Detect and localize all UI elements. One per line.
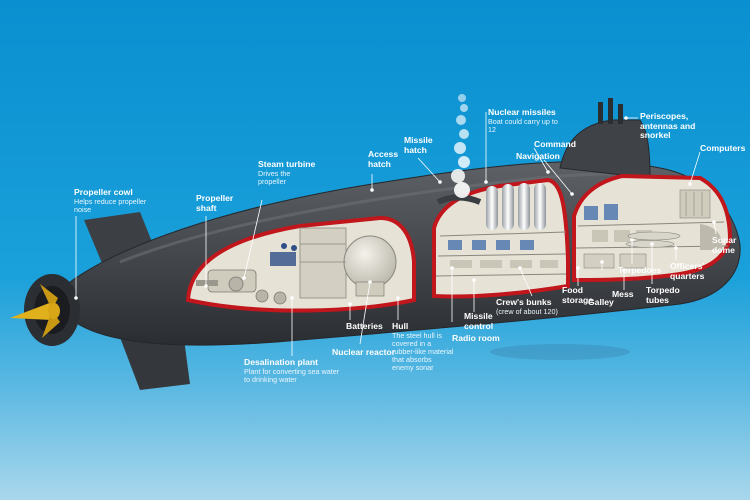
label-galley: Galley [588,297,614,307]
missile-tube-4 [534,183,546,230]
missile-tube-3 [518,183,530,230]
missile-section-interior [435,183,567,277]
label-propeller-cowl: Propeller cowl Helps reduce propeller no… [74,187,147,214]
leader-lines [74,112,717,356]
label-access-hatch: Access hatch [368,149,399,169]
torpedo [627,231,681,241]
label-torpedo-tubes: Torpedo tubes [646,285,680,305]
periscope-3 [618,104,623,124]
galley-area [619,253,647,269]
label-torpedoes: Torpedoes [618,265,662,275]
label-officers-quarters: Officers' quarters [670,261,705,281]
label-command: Command [534,139,577,149]
missile-steam-plume [451,94,470,198]
sonar-dome-shape [700,224,723,250]
label-hull: Hull The steel hull is covered in a rubb… [392,321,454,372]
label-missile-control: Missile control [464,311,494,331]
label-missile-hatch: Missile hatch [404,135,433,155]
forward-section-interior [575,189,729,269]
label-propeller-shaft: Propeller shaft [196,193,234,213]
label-navigation: Navigation [516,151,560,161]
missile-tube-2 [502,184,514,230]
label-computers: Computers [700,143,746,153]
label-batteries: Batteries [346,321,383,331]
label-food-storage: Food storage [562,285,594,305]
missile-tube-1 [486,186,498,230]
label-sonar-dome: Sonar dome [712,235,737,255]
label-steam-turbine: Steam turbine Drives the propeller [258,159,316,186]
label-desalination-plant: Desalination plant Plant for converting … [244,357,340,384]
label-radio-room: Radio room [452,333,500,343]
food-storage-area [583,253,615,269]
label-crews-bunks: Crew's bunks (crew of about 120) [496,297,558,316]
label-mess: Mess [612,289,634,299]
engine-room-interior [196,227,397,305]
label-nuclear-missiles: Nuclear missiles Boat could carry up to … [488,107,558,134]
computer-racks [679,189,711,219]
torpedo-2 [625,240,675,248]
periscope-2 [608,98,613,124]
label-nuclear-reactor: Nuclear reactor [332,347,396,357]
shaft-housing [196,280,218,286]
sub-shadow [490,344,630,360]
periscope-1 [598,102,603,124]
missile-hatch-pipe [436,194,482,205]
propeller [10,284,60,338]
label-periscopes: Periscopes, antennas and snorkel [640,111,696,141]
